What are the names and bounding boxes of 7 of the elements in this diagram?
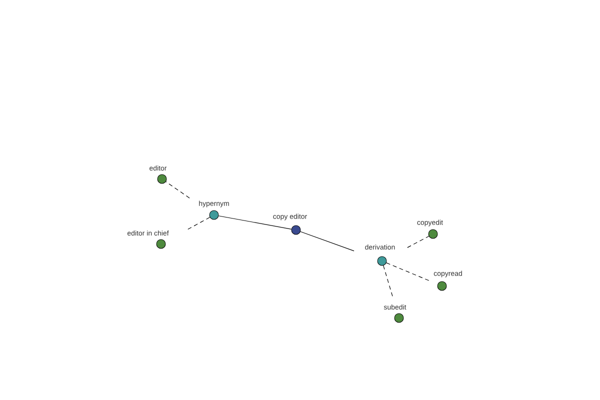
connector-line <box>386 262 431 282</box>
connector-line <box>407 236 430 248</box>
connector-line <box>300 231 354 252</box>
connector-line <box>186 216 210 230</box>
connector-line <box>218 216 292 230</box>
connector-line <box>166 181 190 198</box>
connector-line <box>383 265 394 298</box>
